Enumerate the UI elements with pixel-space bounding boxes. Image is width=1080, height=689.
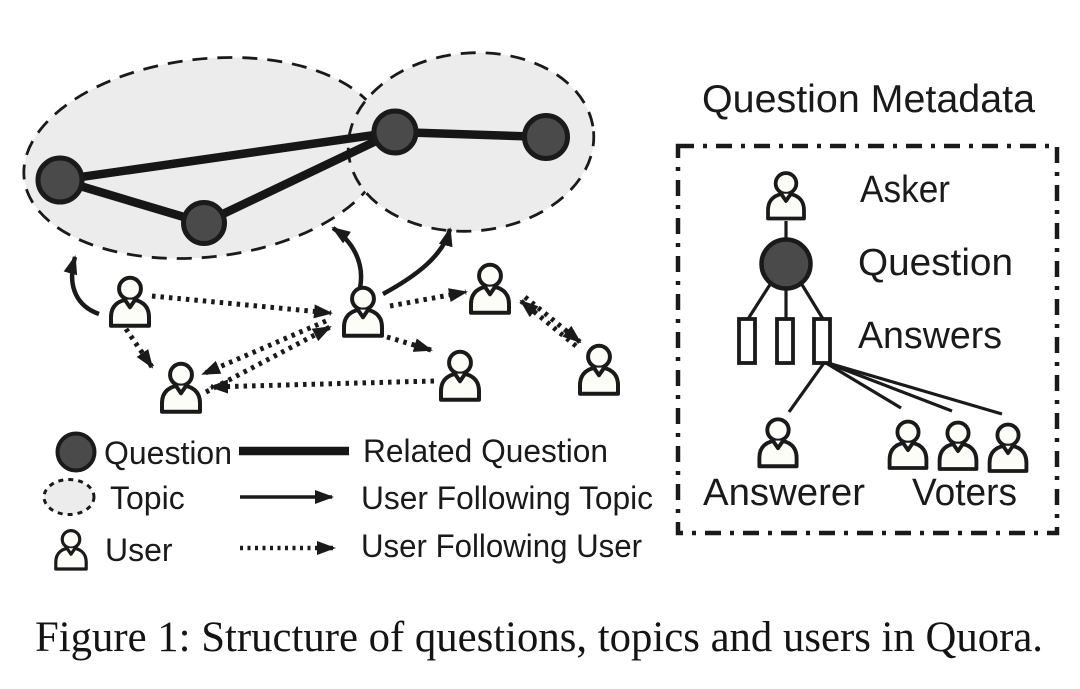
- legend: Question Topic User Related Question Use…: [42, 431, 653, 571]
- user-following-user-arrow-6: [389, 288, 468, 309]
- asker-label: Asker: [860, 169, 950, 211]
- user-following-user-arrow-7: [386, 334, 433, 353]
- answerer-label: Answerer: [703, 472, 865, 514]
- answer-answerer-link: [787, 362, 826, 413]
- legend-user-following-topic-label: User Following Topic: [361, 480, 653, 516]
- user-following-user-arrow-2: [123, 327, 155, 369]
- answer-voter-link-2: [826, 361, 953, 413]
- voter-user-icon-3: [987, 422, 1029, 473]
- related-edge-q3-q4: [394, 127, 547, 142]
- legend-related-question-label: Related Question: [363, 433, 608, 469]
- user-following-topic-arrow-1: [63, 255, 100, 317]
- metadata-panel: Question Metadata Asker Question Answers…: [675, 78, 1060, 536]
- question-answer-link-3: [799, 282, 825, 320]
- question-node-2: [181, 200, 227, 246]
- voter-user-icon-1: [887, 419, 929, 470]
- metadata-panel-border: [675, 143, 1060, 536]
- related-edge-q1-q2: [58, 175, 206, 228]
- user-following-topic-arrow-3: [381, 227, 453, 296]
- voters-label: Voters: [912, 472, 1017, 514]
- legend-question-node-icon: [55, 431, 97, 473]
- related-edge-q1-q3: [59, 127, 396, 185]
- metadata-question-label: Question: [858, 242, 1013, 284]
- voter-user-icon-2: [937, 420, 979, 471]
- legend-topic-label: Topic: [110, 480, 185, 516]
- answerer-user-icon: [757, 417, 799, 469]
- user-node-4-icon: [439, 349, 481, 402]
- user-following-user-arrow-4: [201, 318, 327, 377]
- user-following-user-arrow-9: [523, 295, 582, 344]
- answer-rect-3: [812, 317, 832, 365]
- user-node-5-icon: [160, 361, 202, 414]
- user-node-6-icon: [578, 343, 620, 396]
- legend-user-label: User: [105, 532, 173, 568]
- question-answer-link-1: [746, 282, 773, 320]
- metadata-question-node: [759, 237, 813, 291]
- user-node-2-icon: [342, 285, 384, 338]
- user-following-user-arrow-5: [209, 378, 435, 394]
- legend-question-label: Question: [104, 435, 232, 471]
- answer-voter-link-3: [827, 361, 1003, 416]
- legend-user-icon: [54, 529, 88, 571]
- user-following-user-arrow-1: [151, 293, 333, 319]
- related-question-edges: [58, 127, 547, 228]
- user-following-topic-arrow-2: [331, 226, 364, 289]
- answer-rect-1: [737, 317, 757, 365]
- question-node-4: [522, 113, 570, 161]
- metadata-panel-title: Question Metadata: [702, 78, 1035, 121]
- user-node-3-icon: [469, 262, 511, 315]
- answer-rect-2: [775, 317, 795, 365]
- answer-voter-link-1: [825, 361, 902, 410]
- legend-user-following-user-label: User Following User: [361, 528, 642, 564]
- question-node-3: [371, 108, 419, 156]
- user-following-user-arrow-3: [204, 324, 332, 395]
- user-following-user-arrow-8: [519, 299, 578, 348]
- asker-user-icon: [766, 171, 806, 221]
- legend-topic-ellipse-icon: [42, 478, 96, 516]
- answers-label: Answers: [858, 315, 1002, 357]
- figure-caption: Figure 1: Structure of questions, topics…: [35, 614, 1043, 661]
- related-edge-q2-q3: [202, 128, 397, 227]
- question-node-1: [35, 155, 85, 205]
- user-node-1-icon: [109, 275, 151, 328]
